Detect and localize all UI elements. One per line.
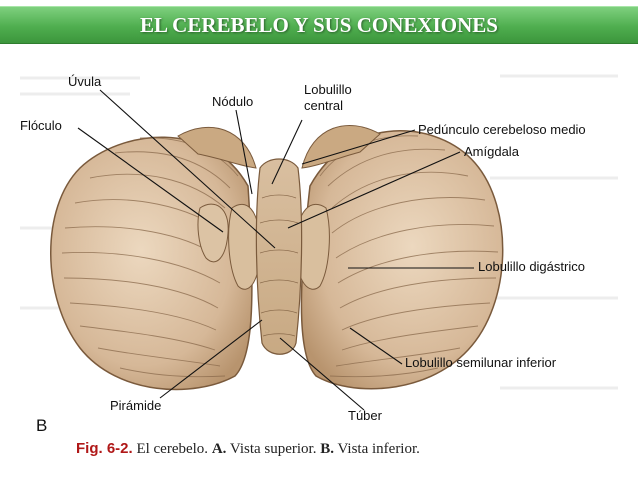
background-page bbox=[20, 74, 618, 390]
caption-part-a: A. bbox=[211, 441, 227, 457]
vermis bbox=[255, 158, 303, 355]
left-tonsil bbox=[228, 203, 261, 290]
label-pedunculo-cerebeloso-medio: Pedúnculo cerebeloso medio bbox=[418, 122, 586, 137]
cerebellum-illustration bbox=[20, 74, 618, 411]
left-peduncle bbox=[177, 127, 257, 169]
caption-text-2: Vista superior. bbox=[229, 441, 317, 457]
label-nodulo: Nódulo bbox=[212, 94, 254, 109]
label-floculo: Flóculo bbox=[20, 118, 62, 133]
cerebellum-figure: Úvula Nódulo Lobulillo central Flóculo P… bbox=[20, 58, 618, 463]
slide-title-bar: EL CEREBELO Y SUS CONEXIONES bbox=[0, 6, 638, 44]
label-amigdala: Amígdala bbox=[464, 144, 519, 159]
leader-lines bbox=[77, 89, 474, 411]
caption-part-b: B. bbox=[320, 441, 334, 457]
slide-title: EL CEREBELO Y SUS CONEXIONES bbox=[140, 12, 498, 37]
caption-text-1: El cerebelo. bbox=[136, 441, 209, 457]
panel-letter: B bbox=[36, 416, 48, 435]
figure-caption: Fig. 6-2. El cerebelo. A. Vista superior… bbox=[76, 440, 420, 458]
vermis-folia bbox=[259, 194, 299, 337]
label-lobulillo-digastrico: Lobulillo digástrico bbox=[478, 259, 585, 274]
left-folia bbox=[61, 137, 239, 378]
label-uvula: Úvula bbox=[68, 74, 102, 89]
caption-figure-number: Fig. 6-2. bbox=[76, 440, 133, 457]
flocculus bbox=[197, 203, 229, 263]
label-lobulillo-central: Lobulillo central bbox=[304, 82, 352, 113]
right-peduncle bbox=[301, 125, 381, 169]
right-tonsil bbox=[295, 203, 330, 290]
caption-text-3: Vista inferior. bbox=[337, 441, 420, 457]
right-folia bbox=[319, 135, 499, 378]
label-lobulillo-semilunar-inferior: Lobulillo semilunar inferior bbox=[405, 355, 557, 370]
left-hemisphere bbox=[50, 136, 253, 391]
label-piramide: Pirámide bbox=[110, 398, 162, 413]
right-hemisphere bbox=[300, 130, 504, 390]
label-tuber: Túber bbox=[348, 408, 382, 423]
